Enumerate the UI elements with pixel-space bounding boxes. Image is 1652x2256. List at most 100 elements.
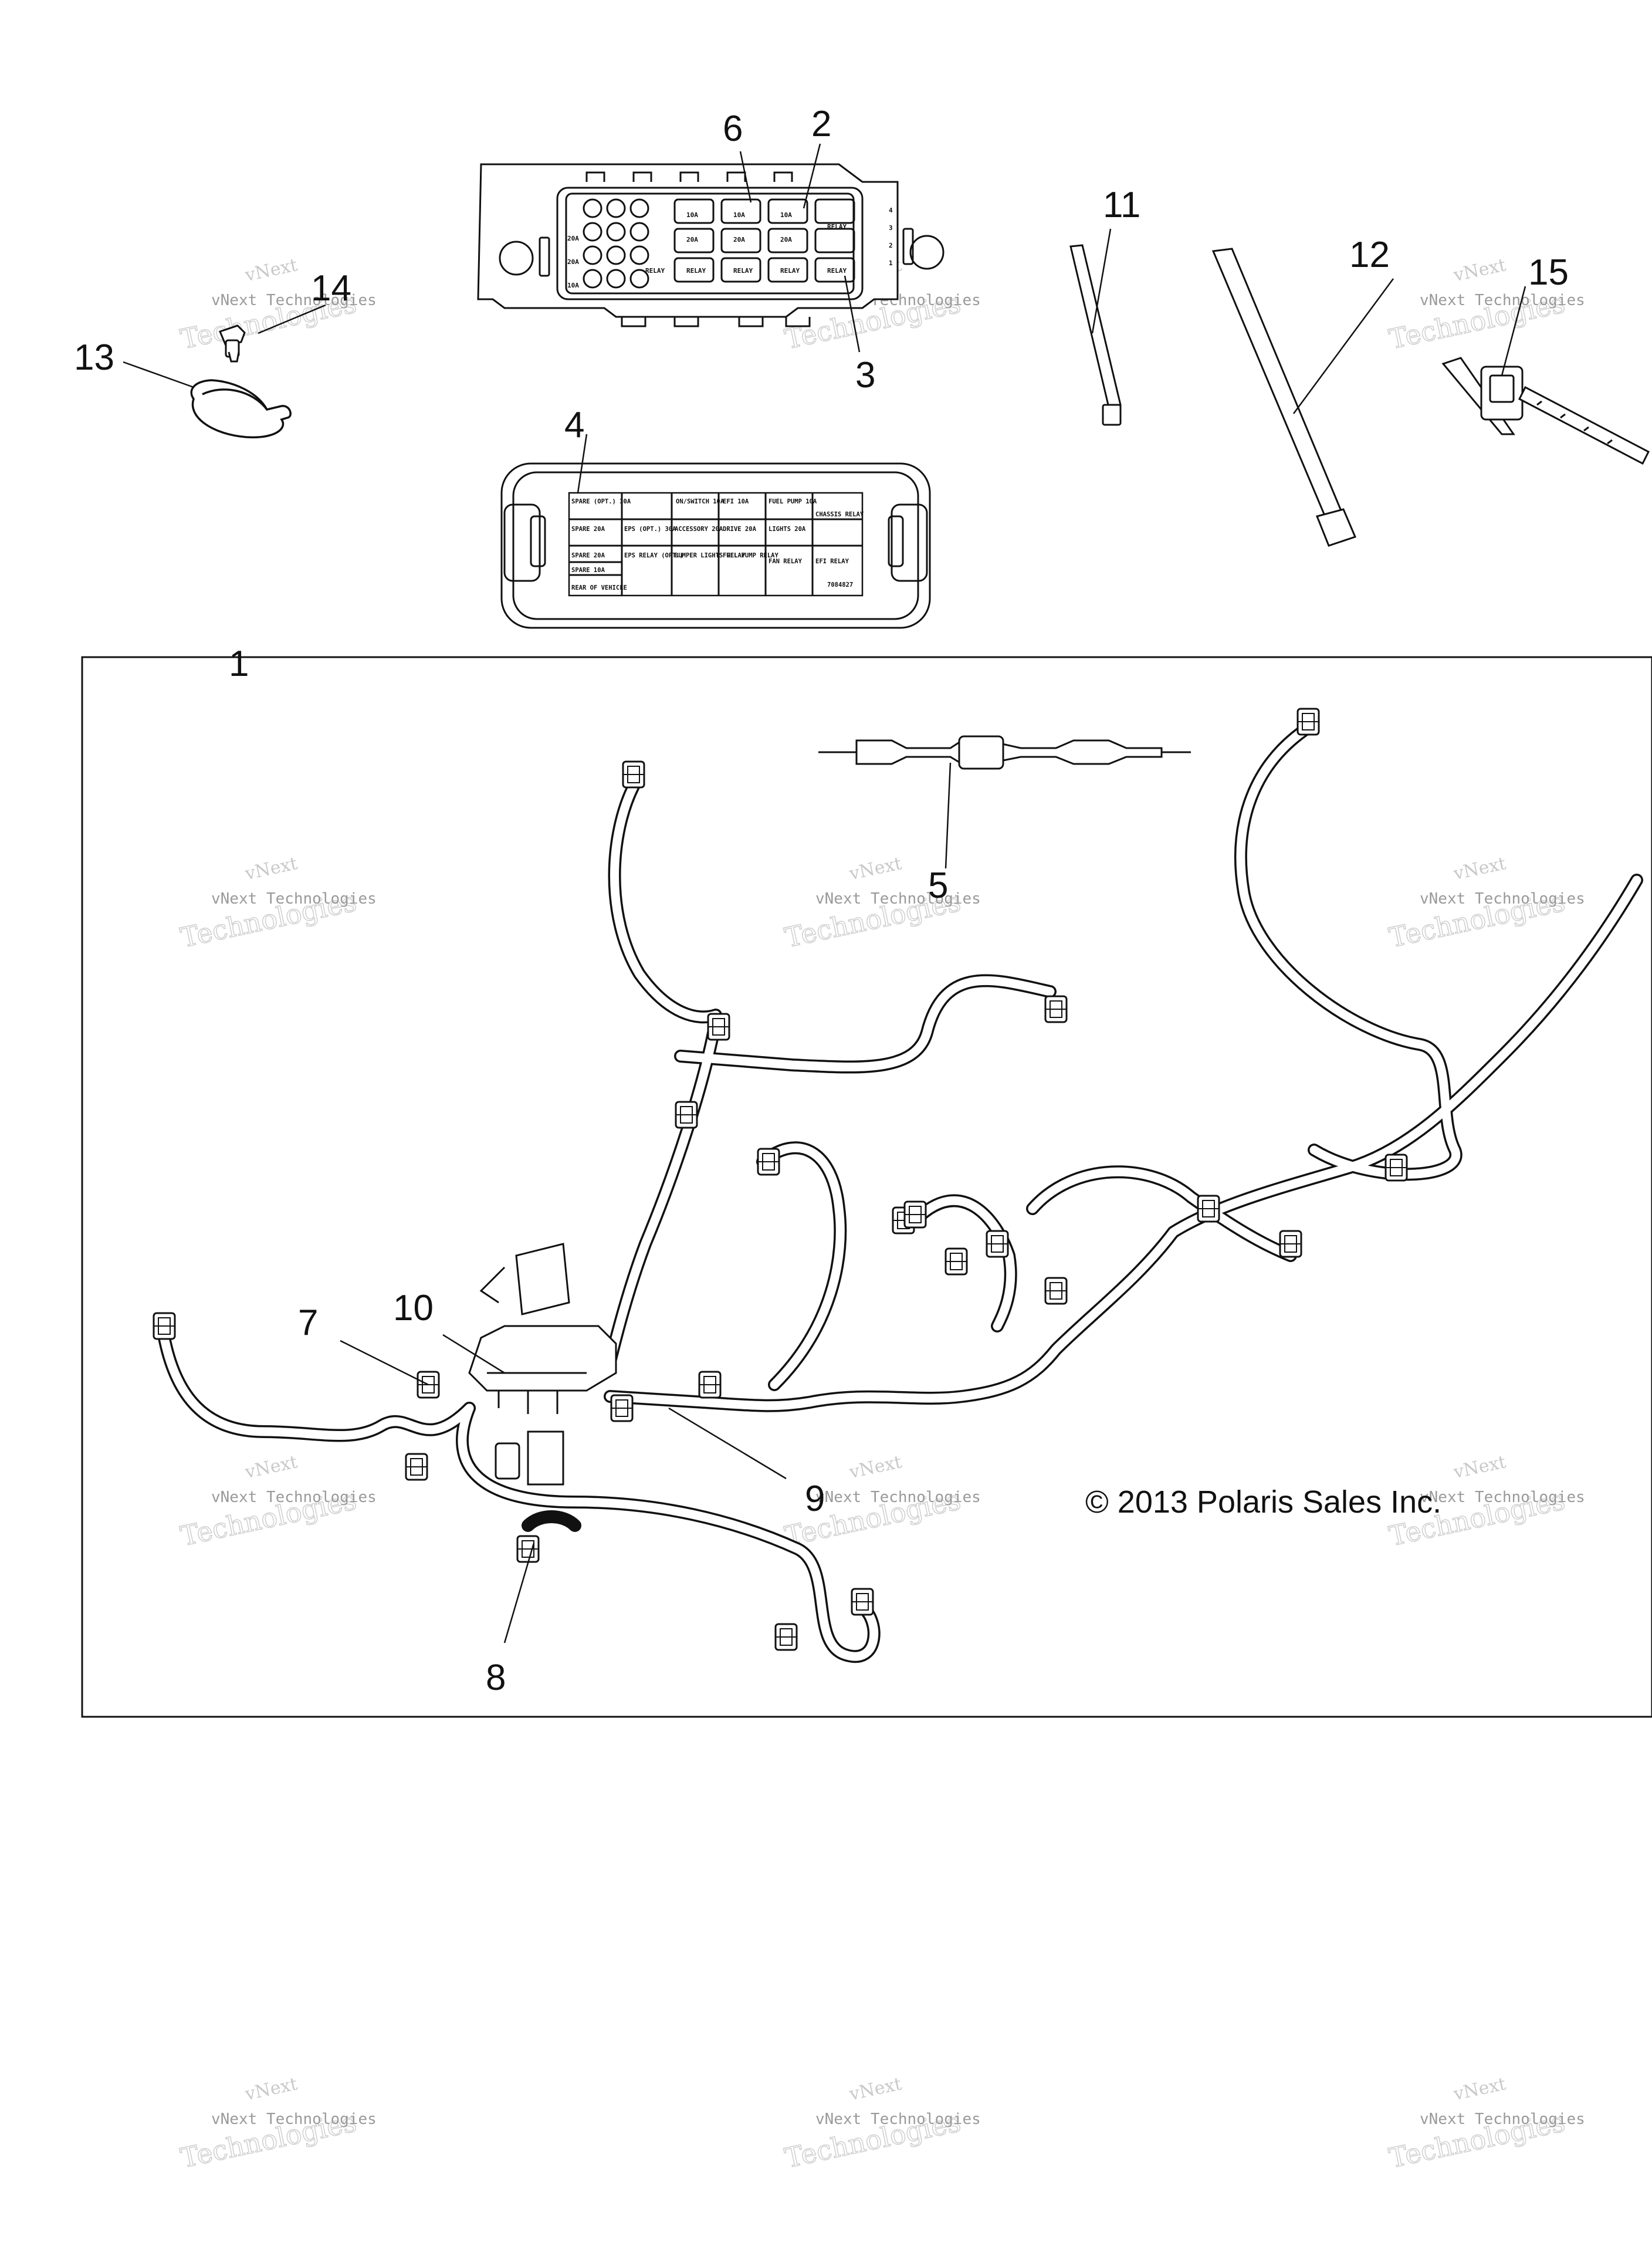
callout-8: 8 (486, 1658, 506, 1698)
side-number: 2 (889, 242, 893, 249)
fuse-slot (673, 228, 715, 253)
watermark-line3: vNext Technologies (211, 890, 377, 908)
fuse-slot (673, 257, 715, 283)
jumper-harness (818, 735, 1191, 770)
fuse-label: 20A (567, 258, 579, 266)
callout-7: 7 (298, 1303, 318, 1343)
harness-connector (622, 760, 645, 789)
cover-cell: SPARE 20A (571, 526, 605, 533)
fuse-slot (767, 198, 808, 224)
watermark-line3: vNext Technologies (815, 890, 981, 908)
callout-2: 2 (811, 104, 831, 144)
watermark-line1: vNext (243, 255, 299, 286)
fuse-socket (583, 269, 602, 289)
watermark-line1: vNext (847, 853, 903, 884)
p-clamp (190, 379, 292, 439)
cover-cell: EFI 10A (723, 498, 749, 505)
watermark-line1: vNext (1451, 853, 1508, 884)
watermark-line3: vNext Technologies (1420, 890, 1585, 908)
copyright-notice: © 2013 Polaris Sales Inc. (1085, 1484, 1441, 1520)
callout-13: 13 (74, 337, 114, 378)
callout-9: 9 (805, 1479, 825, 1519)
cover-cell: DRIVE 20A (723, 526, 757, 533)
side-number: 1 (889, 259, 893, 267)
watermark-line1: vNext (847, 1452, 903, 1483)
fuse-label: 10A (686, 211, 698, 219)
fuse-label: RELAY (733, 267, 753, 275)
harness-connector (698, 1371, 722, 1399)
edge-clip-tie (1441, 357, 1650, 465)
callout-1: 1 (229, 644, 249, 684)
fuse-label: RELAY (645, 267, 665, 275)
harness-connector (757, 1148, 780, 1176)
callout-14: 14 (311, 268, 351, 309)
watermark-line1: vNext (243, 853, 299, 884)
fuse-slot (720, 228, 761, 253)
fuse-slot (814, 198, 855, 224)
harness-connector (1384, 1154, 1408, 1182)
fuse-socket (583, 222, 602, 242)
callout-12: 12 (1349, 235, 1390, 275)
harness-connector (1197, 1195, 1220, 1223)
cover-cell: FAN RELAY (769, 558, 803, 565)
harness-connector (774, 1623, 798, 1651)
fuse-box (477, 163, 945, 327)
fuse-box-labels: 20A 20A 10A 10A 10A 10A 20A 20A 20A RELA… (567, 207, 893, 289)
harness-fuse-module (468, 1243, 617, 1486)
fuse-label: 20A (733, 236, 745, 243)
fuse-slot (767, 257, 808, 283)
watermark-line3: vNext Technologies (815, 2110, 981, 2128)
cover-cell: EFI RELAY (815, 558, 849, 565)
watermark-line1: vNext (1451, 1452, 1508, 1483)
fuse-socket (629, 269, 649, 289)
watermark-line3: vNext Technologies (1420, 1489, 1585, 1506)
watermark-line1: vNext (243, 1452, 299, 1483)
callout-10: 10 (393, 1288, 434, 1328)
cover-cell: ACCESSORY 20A (675, 526, 723, 533)
harness-connector (707, 1013, 730, 1041)
harness-connector (1296, 708, 1320, 736)
fuse-slot (720, 198, 761, 224)
fuse-label: 10A (733, 211, 745, 219)
cover-cell: REAR OF VEHICLE (571, 584, 627, 591)
watermark-line3: vNext Technologies (211, 1489, 377, 1506)
fuse-socket (583, 245, 602, 265)
watermark-line3: vNext Technologies (1420, 292, 1585, 309)
callout-3: 3 (855, 355, 875, 395)
fuse-label: RELAY (827, 223, 847, 231)
harness-connector (986, 1230, 1009, 1258)
harness-frame (81, 656, 1652, 1718)
cable-tie-long (1211, 248, 1357, 547)
callout-5: 5 (928, 865, 948, 906)
fuse-slot (673, 198, 715, 224)
fuse-label: 20A (780, 236, 792, 243)
harness-connector (610, 1394, 634, 1422)
harness-connector (1044, 1277, 1068, 1305)
main-harness-inner (160, 723, 1641, 1661)
fuse-socket (606, 269, 626, 289)
fuse-socket (606, 245, 626, 265)
fuse-socket (583, 198, 602, 218)
fuse-box-cover (500, 462, 931, 629)
harness-connector (405, 1453, 428, 1481)
cover-cell: LIGHTS 20A (769, 526, 806, 533)
fuse-slot (720, 257, 761, 283)
watermark-line3: vNext Technologies (815, 1489, 981, 1506)
cover-cell: FUEL PUMP 10A (769, 498, 817, 505)
watermark-line3: vNext Technologies (1420, 2110, 1585, 2128)
cover-cell: BUMPER LIGHTS RELAY (675, 552, 746, 559)
cover-cell: 7084827 (827, 581, 853, 588)
fuse-socket (606, 198, 626, 218)
fuse-socket (629, 222, 649, 242)
cover-cell: SPARE (OPT.) 30A (571, 498, 631, 505)
harness-connector (153, 1312, 176, 1340)
side-number: 4 (889, 207, 893, 214)
fuse-slot (814, 257, 855, 283)
fuse-label: 10A (780, 211, 792, 219)
